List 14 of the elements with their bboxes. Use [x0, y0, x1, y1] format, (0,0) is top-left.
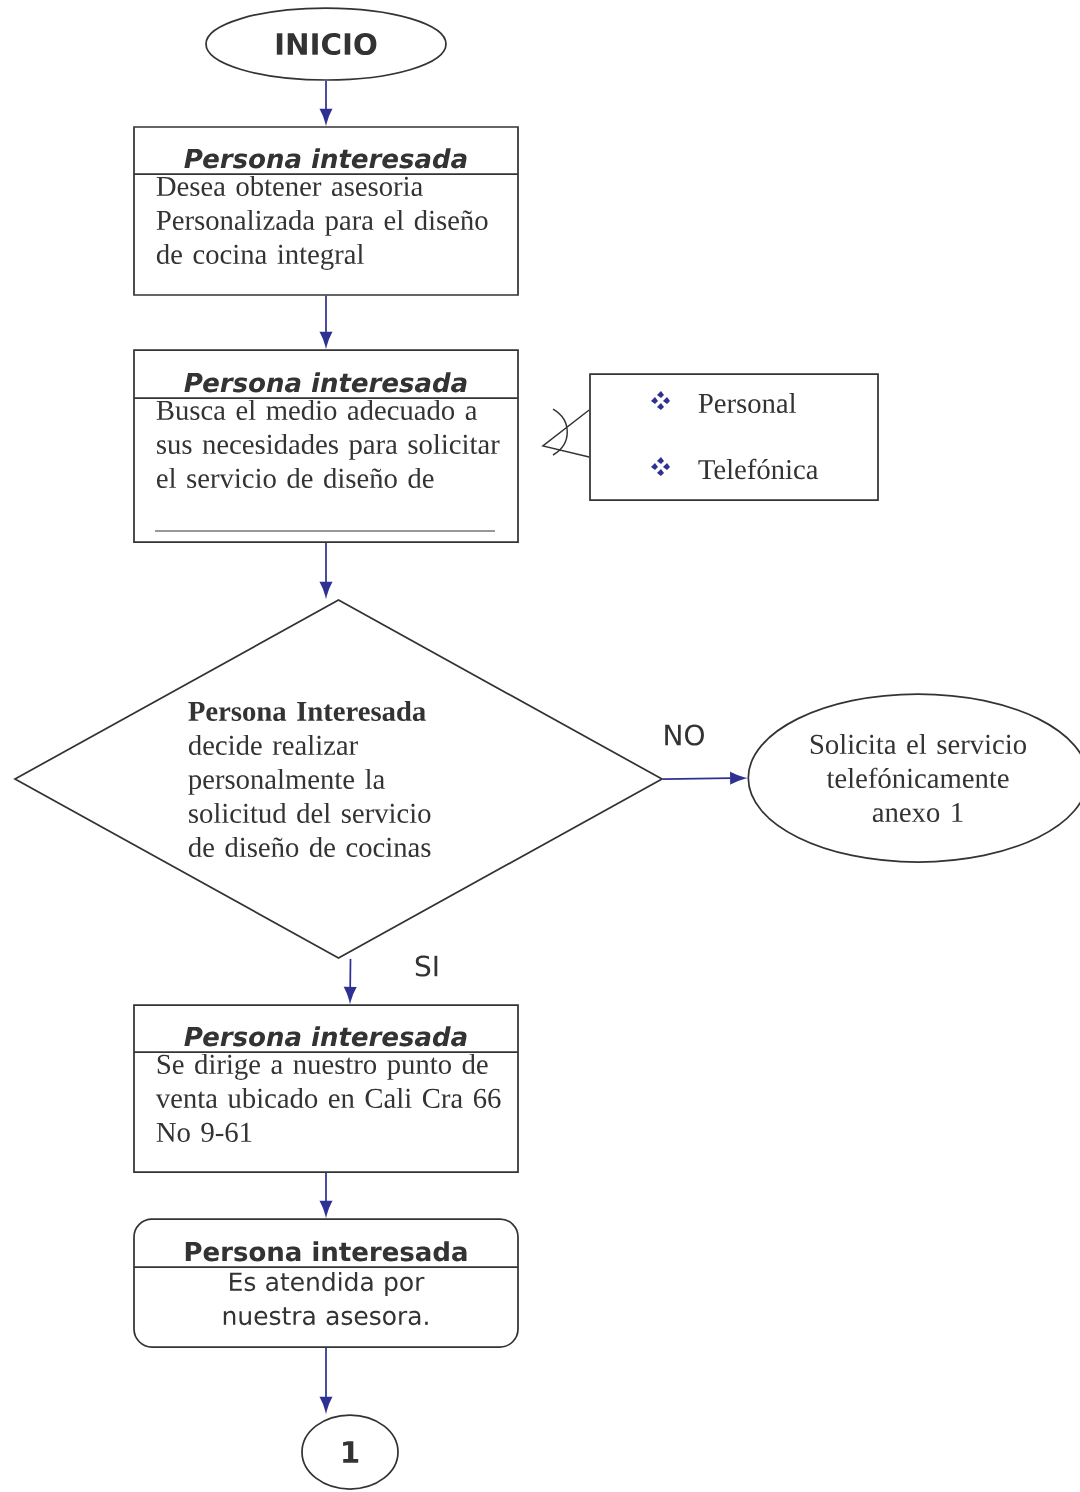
arrow [662, 772, 745, 785]
connector-sign [542, 408, 590, 458]
list-box: Personal Telefónica [589, 373, 879, 501]
arrow [344, 958, 357, 1002]
process-box: Persona interesada Desea obtener asesoria Personalizada para el diseño de cocina integral [133, 126, 519, 296]
arrow [320, 80, 332, 124]
arrow [320, 1172, 332, 1216]
arrow [320, 295, 332, 347]
arrow [320, 542, 332, 597]
edge-label: NO [661, 723, 707, 747]
process-box: Persona interesada Busca el medio adecuado a sus necesidades para solicitar el servicio de diseño de [133, 349, 519, 543]
process-box: Persona interesada Se dirige a nuestro punto de venta ubicado en Cali Cra 66 No 9-61 [133, 1004, 519, 1173]
rounded-process-box: Persona interesada Es atendida por nuestra asesora. [133, 1218, 519, 1348]
arrow [320, 1347, 332, 1412]
